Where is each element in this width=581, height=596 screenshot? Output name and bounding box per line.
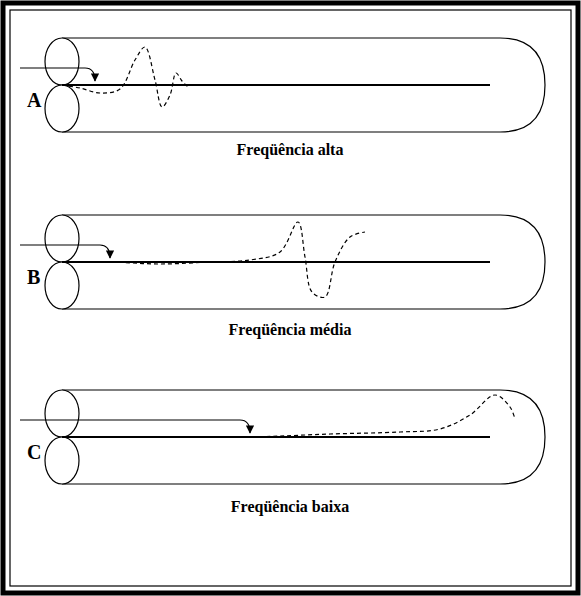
panel-caption: Freqüência alta	[237, 142, 344, 158]
cochlea-tube	[20, 390, 545, 484]
outer-frame	[3, 3, 578, 593]
cochlea-tube	[20, 38, 545, 132]
panel-letter: A	[27, 90, 41, 110]
panel-caption: Freqüência baixa	[231, 499, 349, 515]
panel-caption: Freqüência média	[229, 322, 352, 338]
panel-letter: B	[27, 267, 40, 287]
inner-frame	[10, 10, 571, 586]
cochlea-tube	[20, 215, 545, 309]
panel-letter: C	[27, 442, 41, 462]
